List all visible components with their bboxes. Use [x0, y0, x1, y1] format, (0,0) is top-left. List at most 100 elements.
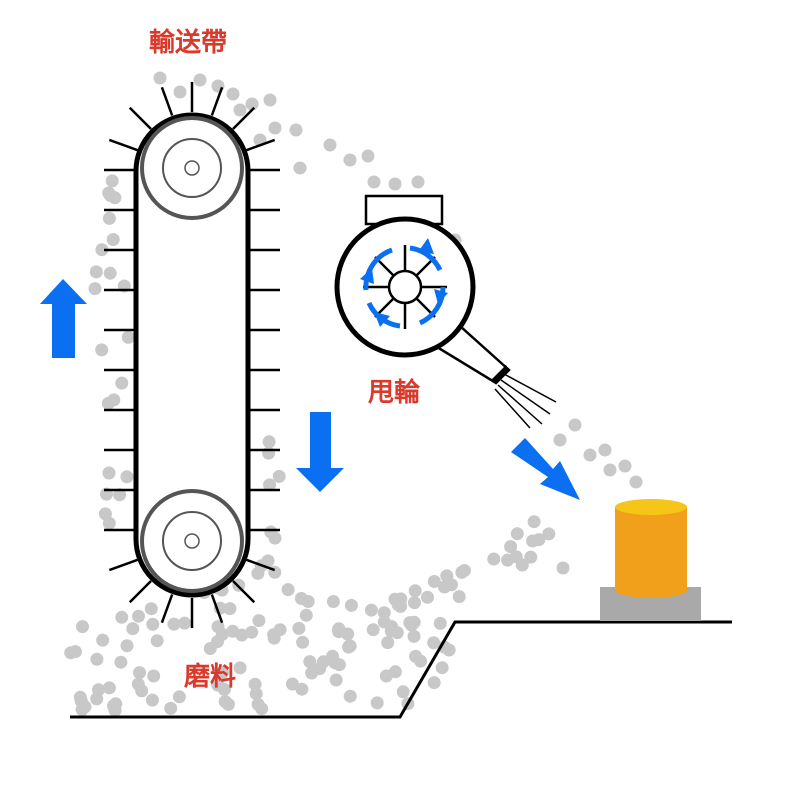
abrasive-particle: [164, 701, 178, 715]
conveyor-label: 輸送帶: [149, 28, 228, 58]
abrasive-particle: [281, 583, 295, 597]
abrasive-particle: [301, 595, 315, 608]
abrasive-particle: [249, 687, 263, 701]
abrasive-particle: [299, 608, 313, 622]
bottom-pulley: [140, 489, 244, 593]
abrasive-particle: [144, 602, 158, 616]
abrasive-particle: [457, 564, 471, 577]
abrasive-particle: [509, 550, 523, 564]
abrasive-particle: [233, 661, 247, 675]
abrasive-particle: [103, 266, 117, 280]
abrasive-particle: [120, 470, 134, 484]
abrasive-particle: [262, 435, 276, 449]
abrasive-particle: [370, 696, 384, 710]
abrasive-particle: [487, 552, 501, 566]
abrasive-particle: [295, 682, 309, 696]
abrasive-particle: [263, 93, 277, 107]
floor-line: [70, 620, 732, 719]
abrasive-particle: [332, 622, 346, 636]
abrasive-particle: [343, 639, 357, 653]
abrasive-particle: [172, 690, 186, 704]
abrasive-particle: [263, 478, 276, 492]
spray-lines: [494, 373, 557, 429]
abrasive-particle: [102, 466, 116, 480]
abrasive-particle: [629, 475, 643, 489]
belt-bucket: [160, 86, 174, 116]
abrasive-particle: [102, 211, 116, 225]
wheel-label: 甩輪: [368, 378, 421, 408]
abrasive-particle: [251, 697, 265, 711]
abrasive-label: 磨料: [184, 662, 237, 692]
abrasive-particle: [101, 396, 115, 410]
abrasive-particle: [245, 625, 259, 639]
abrasive-particle: [409, 649, 423, 663]
abrasive-particle: [583, 448, 597, 462]
abrasive-particle: [381, 636, 395, 650]
abrasive-particle: [75, 703, 89, 716]
belt-bucket: [108, 558, 138, 572]
abrasive-particle: [390, 626, 404, 640]
abrasive-particle: [396, 685, 410, 699]
abrasive-particle: [598, 443, 612, 457]
abrasive-particle: [427, 575, 441, 588]
abrasive-particle: [296, 635, 310, 649]
abrasive-particle: [105, 174, 119, 188]
abrasive-particle: [504, 540, 518, 554]
abrasive-particle: [326, 595, 340, 608]
abrasive-particle: [217, 682, 231, 696]
abrasive-particle: [167, 617, 181, 631]
abrasive-particle: [411, 175, 425, 189]
conveyor-belt: [133, 112, 251, 598]
abrasive-particles: [64, 71, 643, 717]
abrasive-particle: [421, 590, 434, 604]
abrasive-particle: [407, 629, 421, 643]
abrasive-particle: [361, 149, 375, 163]
abrasive-particle: [553, 433, 567, 447]
abrasive-particle: [262, 446, 276, 460]
abrasive-particle: [221, 697, 235, 711]
abrasive-particle: [73, 690, 87, 704]
rotation-arrowheads: [360, 238, 448, 327]
abrasive-particle: [120, 639, 134, 653]
abrasive-particle: [235, 628, 249, 642]
abrasive-particle: [90, 652, 104, 666]
abrasive-particle: [438, 580, 451, 594]
abrasive-particle: [391, 598, 405, 612]
abrasive-particle: [90, 692, 104, 706]
abrasive-particle: [193, 73, 207, 87]
abrasive-particle: [329, 673, 343, 687]
abrasive-particle: [115, 610, 129, 624]
abrasive-particle: [252, 614, 266, 628]
abrasive-particle: [245, 97, 259, 111]
abrasive-particle: [146, 617, 160, 631]
abrasive-particle: [326, 649, 339, 663]
abrasive-particle: [343, 153, 357, 167]
abrasive-particle: [95, 343, 109, 357]
abrasive-particle: [268, 121, 282, 135]
abrasive-particle: [408, 596, 421, 610]
abrasive-particle: [88, 282, 102, 296]
abrasive-particle: [106, 233, 120, 246]
abrasive-particle: [289, 123, 303, 137]
workpiece-cylinder: [615, 507, 687, 598]
abrasive-particle: [403, 616, 417, 630]
abrasive-particle: [532, 533, 546, 547]
abrasive-particle: [126, 622, 140, 636]
abrasive-particle: [379, 669, 393, 683]
abrasive-particle: [427, 676, 441, 690]
abrasive-particle: [121, 330, 135, 344]
abrasive-particle: [344, 598, 358, 612]
abrasive-particle: [153, 71, 167, 85]
abrasive-particle: [113, 488, 127, 502]
abrasive-particle: [377, 615, 391, 629]
belt-bucket: [108, 138, 138, 152]
up-arrow-icon: [40, 279, 87, 358]
abrasive-particle: [527, 515, 541, 529]
abrasive-particle: [76, 620, 89, 634]
abrasive-particle: [114, 655, 128, 669]
abrasive-particle: [427, 636, 441, 650]
abrasive-particle: [272, 469, 286, 483]
abrasive-particle: [618, 459, 632, 473]
belt-bucket: [160, 594, 174, 624]
abrasive-particle: [150, 634, 164, 648]
